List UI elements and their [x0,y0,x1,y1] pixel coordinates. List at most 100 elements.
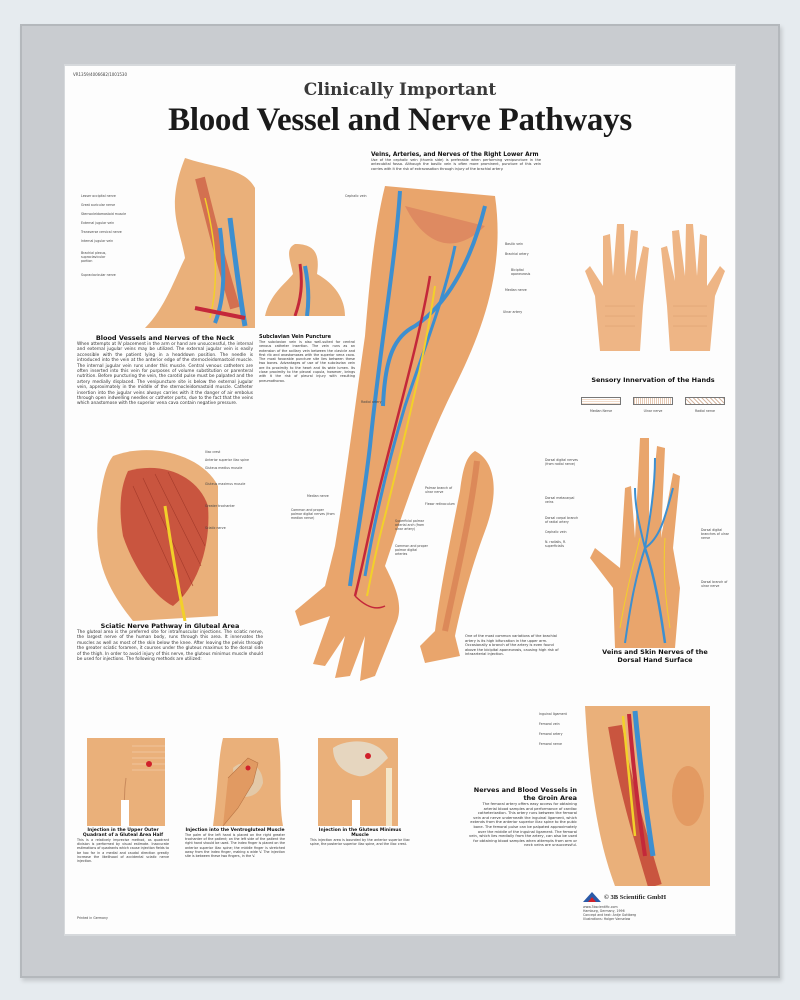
subclavian-text: The subclavian vein is also well-suited … [259,340,355,383]
publisher-line: Hamburg, Germany, 1996 [583,909,625,913]
gluteal-illustration [97,450,218,621]
arm-label-right: Basilic vein [505,242,523,246]
arm-label-left: Radial artery [361,400,382,404]
neck-label: Internal jugular vein [81,239,114,243]
arm-label-right: Palmar branch of ulnar nerve [425,486,453,494]
poster-subtitle: Clinically Important [303,80,497,100]
product-code: VR1359/4006682/1001530 [73,72,128,77]
publisher-block: © 3B Scientific GmbH www.3bscientific.co… [583,892,666,921]
arm-label-left: Cephalic vein [345,194,367,198]
gluteal-section: Sciatic Nerve Pathway in Gluteal Area Th… [77,622,263,662]
neck-labels: Lesser occipital nerve Great auricular n… [81,194,161,277]
injection-2: Injection into the Ventrogluteal Muscle … [185,828,285,858]
neck-label: Sternocleidomastoid muscle [81,212,127,216]
neck-label: Brachial plexus, supraclavicular portion [81,251,107,263]
gluteal-heading: Sciatic Nerve Pathway in Gluteal Area [100,622,240,630]
groin-label: Femoral vein [539,722,560,726]
dorsal-label: N. radialis, R. superficialis [545,540,567,548]
injection-3-heading: Injection in the Gluteus Minimus Muscle [318,828,402,838]
gluteal-label: Gluteus maximus muscle [205,482,246,486]
median-swatch [581,397,621,405]
injection-1-heading: Injection in the Upper Outer Quadrant of… [82,828,164,838]
hands-legend: Median Nerve Ulnar nerve Radial nerve [573,390,733,413]
dorsal-section: Veins and Skin Nerves of the Dorsal Hand… [595,648,715,664]
poster-title: Blood Vessel and Nerve Pathways [168,102,632,138]
lower-arm-illustration [295,186,498,681]
arm-label-right: Common and proper palmar digital arterie… [395,544,428,556]
arm-label-right: Flexor retinaculum [425,502,455,506]
arm-label-right: Median nerve [505,288,527,292]
injection-2-heading: Injection into the Ventrogluteal Muscle [185,828,285,833]
gluteal-text: The gluteal area is the preferred site f… [77,630,263,663]
dorsal-label: Dorsal branch of ulnar nerve [701,580,728,588]
radial-swatch [685,397,725,405]
neck-label: Great auricular nerve [81,203,116,207]
neck-section: Blood Vessels and Nerves of the Neck Whe… [77,334,253,407]
groin-illustration [585,706,710,886]
groin-label: Femoral nerve [539,742,562,746]
arm-label-left: Median nerve [307,494,329,498]
injection-3-text: This injection area is bounded by the an… [310,838,410,847]
dorsal-hand-illustration [590,438,680,648]
palm-hands-illustration [585,224,725,351]
legend-label: Ulnar nerve [643,409,663,413]
arm-section: Veins, Arteries, and Nerves of the Right… [371,152,541,171]
dorsal-heading: Veins and Skin Nerves of the Dorsal Hand… [602,648,708,664]
neck-label: Transverse cervical nerve [81,230,122,234]
injection-1-text: This is a relatively imprecise method, a… [77,838,169,864]
arm-variation-illustration [420,451,494,663]
publisher-line: www.3bscientific.com [583,905,618,909]
dorsal-labels-left: Dorsal digital nerves (from radial nerve… [545,458,581,548]
neck-illustration [145,158,255,328]
publisher-name: © 3B Scientific GmbH [604,893,667,901]
variation-text: One of the most common variations of the… [465,634,559,657]
publisher-logo: © 3B Scientific GmbH [583,892,666,902]
injection-3: Injection in the Gluteus Minimus Muscle … [310,828,410,846]
ventrogluteal-illustration [213,738,283,826]
anatomy-poster: VR1359/4006682/1001530 Clinically Import… [65,66,735,934]
groin-label: Inguinal ligament [539,712,567,716]
neck-label: Supraclavicular nerve [81,273,116,277]
printed-in: Printed in Germany [77,916,108,920]
gluteal-label: Greater trochanter [205,504,235,508]
3b-logo-icon [583,892,601,902]
variation-section: One of the most common variations of the… [465,634,565,657]
subclavian-illustration [265,244,345,316]
groin-heading: Nerves and Blood Vessels in the Groin Ar… [473,786,577,802]
gluteal-label: Iliac crest [205,450,221,454]
legend-label: Median Nerve [589,409,613,413]
neck-heading: Blood Vessels and Nerves of the Neck [95,334,235,342]
dorsal-label: Dorsal metacarpal veins [545,496,575,504]
injection-2-text: The palm of the left hand is placed on t… [185,833,285,859]
legend-label: Radial nerve [695,409,715,413]
arm-text: Use of the cephalic vein (thumb side) is… [371,158,541,171]
dorsal-label: Dorsal digital nerves (from radial nerve… [545,458,578,466]
arm-label-right: Superficial palmar arterial arch (from u… [395,519,425,531]
gluteal-label: Sciatic nerve [205,526,226,530]
neck-text: When attempts at IV placement in the arm… [77,342,253,407]
dorsal-label: Cephalic vein [545,530,567,534]
legend-radial: Radial nerve [682,390,728,413]
neck-label: Lesser occipital nerve [81,194,116,198]
dorsal-label: Dorsal digital branches of ulnar nerve [701,528,729,540]
publisher-line: Concept and text: Antje Gottberg [583,913,637,917]
gluteal-label: Anterior superior iliac spine [205,458,249,462]
dorsal-labels-right: Dorsal digital branches of ulnar nerve D… [701,528,731,588]
arm-label-right: Ulnar artery [503,310,523,314]
groin-text: The femoral artery offers easy access fo… [469,802,577,848]
neck-label: External jugular vein [81,221,115,225]
gluteus-minimus-illustration [318,738,398,826]
groin-labels: Inguinal ligament Femoral vein Femoral a… [539,712,585,746]
gluteal-label: Gluteus medius muscle [205,466,243,470]
arm-label-left: Common and proper palmar digital nerves … [291,508,335,520]
hands-section: Sensory Innervation of the Hands Median … [573,376,733,413]
upper-outer-quadrant-illustration [87,738,165,826]
groin-label: Femoral artery [539,732,563,736]
gluteal-labels: Iliac crest Anterior superior iliac spin… [205,450,265,530]
publisher-line: Illustrations: Holger Vanselow [583,917,631,921]
arm-label-right: Brachial artery [505,252,529,256]
subclavian-heading: Subclavian Vein Puncture [259,334,331,340]
ulnar-swatch [633,397,673,405]
arm-heading: Veins, Arteries, and Nerves of the Right… [371,152,539,158]
hands-heading: Sensory Innervation of the Hands [591,376,715,384]
